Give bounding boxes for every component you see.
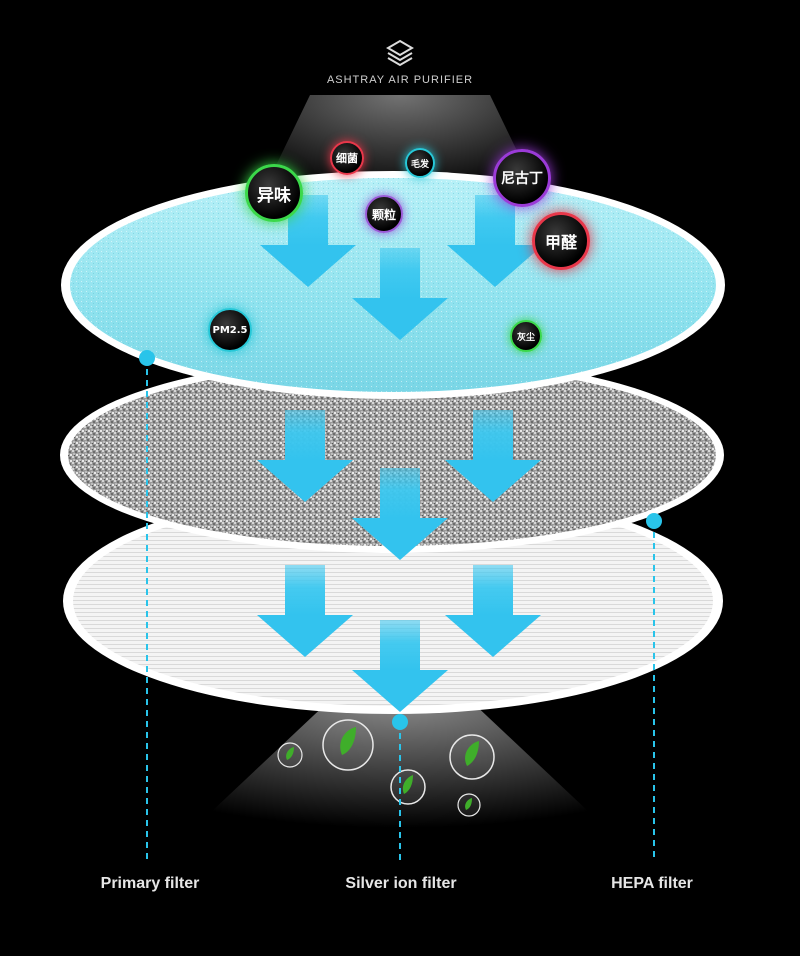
pollutant-badge: 颗粒 [365,195,403,233]
pollutant-badge: 甲醛 [532,212,590,270]
hepa-filter-label: HEPA filter [611,875,693,893]
pollutant-badge: 尼古丁 [493,149,551,207]
pollutant-badge: 灰尘 [510,320,542,352]
leaf-bubble [391,770,425,804]
brand-header: ASHTRAY AIR PURIFIER [0,38,800,86]
leaf-bubble [458,794,480,816]
silver-ion-filter-label: Silver ion filter [345,875,456,893]
pollutant-badge: 毛发 [405,148,435,178]
pollutant-badge: 细菌 [330,141,364,175]
pollutant-badge: 异味 [245,164,303,222]
layers-icon [385,38,415,68]
leaf-bubble [450,735,494,779]
leaf-bubble [323,720,373,770]
primary-filter-label: Primary filter [101,875,200,893]
brand-name: ASHTRAY AIR PURIFIER [0,74,800,86]
pollutant-badge: PM2.5 [208,308,252,352]
leaf-bubble [278,743,302,767]
